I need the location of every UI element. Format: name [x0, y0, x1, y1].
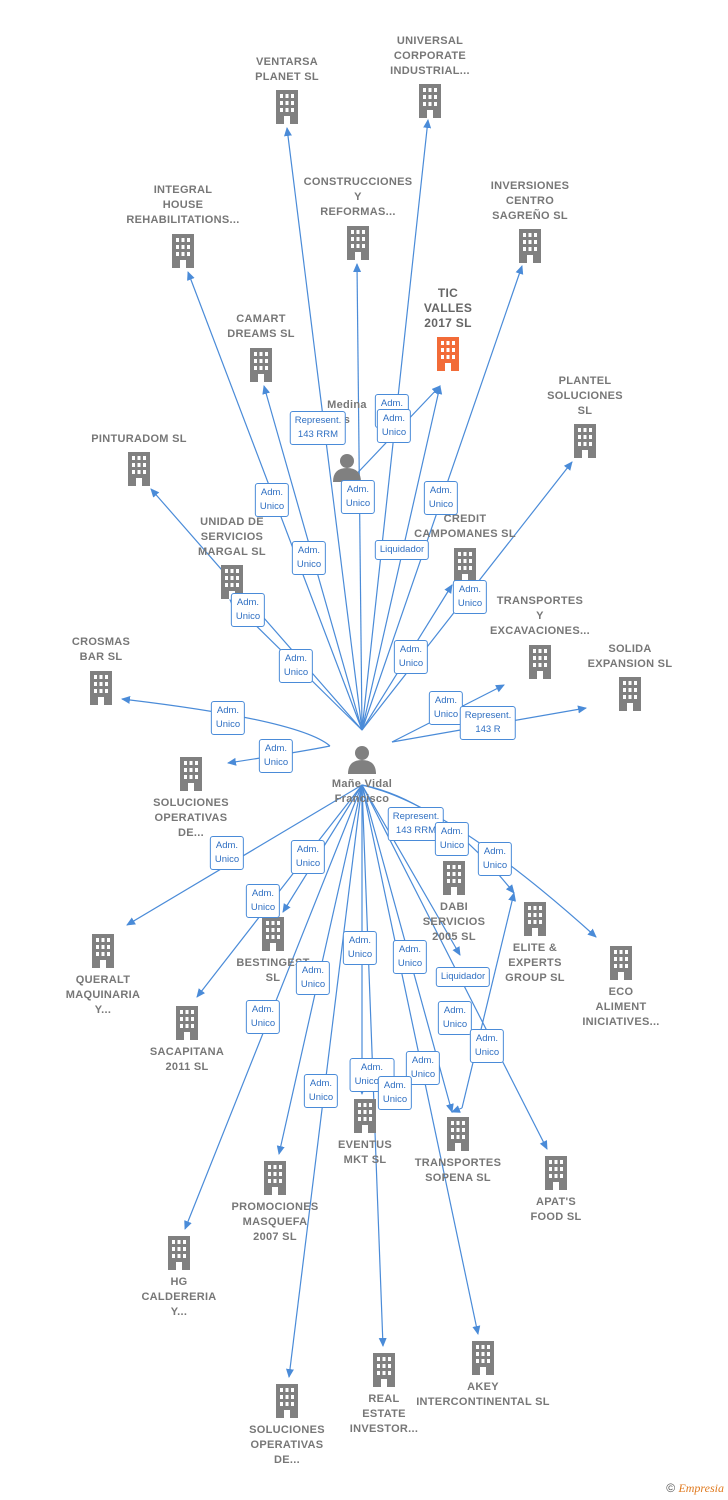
building-icon-soluciones_op2[interactable] — [276, 1384, 298, 1418]
center-person-label[interactable]: Mañe Vidal Francisco — [331, 778, 393, 805]
edge-label[interactable]: Adm. Unico — [423, 481, 459, 515]
company-label-solida[interactable]: SOLIDA EXPANSION SL — [587, 643, 673, 670]
building-icon-promociones[interactable] — [264, 1161, 286, 1195]
building-icon-apats[interactable] — [545, 1156, 567, 1190]
brand-logo[interactable]: Empresia — [678, 1481, 724, 1495]
company-label-elite[interactable]: ELITE & EXPERTS GROUP SL — [505, 942, 565, 984]
company-label-sacapitana[interactable]: SACAPITANA 2011 SL — [149, 1046, 225, 1073]
building-icon-plantel[interactable] — [574, 424, 596, 458]
edge-to-elite — [461, 892, 517, 1109]
company-label-transportes_sop[interactable]: TRANSPORTES SOPENA SL — [414, 1157, 502, 1184]
secondary-person-label[interactable]: Medina s — [327, 399, 367, 426]
company-label-bestingest[interactable]: BESTINGEST SL — [236, 957, 310, 984]
building-icon-construcciones[interactable] — [347, 226, 369, 260]
edge-label[interactable]: Represent. 143 RRM — [289, 411, 347, 445]
edge-label[interactable]: Adm. Unico — [210, 701, 246, 735]
company-label-real[interactable]: REAL ESTATE INVESTOR... — [349, 1393, 419, 1435]
building-icon-sacapitana[interactable] — [176, 1006, 198, 1040]
edge-label[interactable]: Adm. Unico — [291, 541, 327, 575]
building-icon-elite[interactable] — [524, 902, 546, 936]
edge-label[interactable]: Adm. Unico — [340, 480, 376, 514]
company-label-crosmas[interactable]: CROSMAS BAR SL — [71, 636, 131, 663]
company-label-soluciones_op1[interactable]: SOLUCIONES OPERATIVAS DE... — [153, 797, 229, 839]
secondary-person-icon[interactable] — [333, 454, 361, 482]
building-icon-bestingest[interactable] — [262, 917, 284, 951]
company-label-dabi[interactable]: DABI SERVICIOS 2005 SL — [422, 901, 486, 943]
company-label-hg[interactable]: HG CALDERERIA Y... — [141, 1276, 217, 1318]
building-icon-soluciones_op1[interactable] — [180, 757, 202, 791]
building-icon-eventus[interactable] — [354, 1099, 376, 1133]
edge-to-transportes_sop — [451, 1105, 463, 1113]
company-label-unidad[interactable]: UNIDAD DE SERVICIOS MARGAL SL — [198, 516, 266, 558]
building-icon-tic[interactable] — [437, 337, 459, 371]
edge-label[interactable]: Adm. Unico — [477, 842, 513, 876]
company-label-apats[interactable]: APAT'S FOOD SL — [530, 1196, 582, 1223]
company-label-plantel[interactable]: PLANTEL SOLUCIONES SL — [547, 375, 623, 417]
edge-label[interactable]: Liquidador — [374, 540, 430, 560]
building-icon-crosmas[interactable] — [90, 671, 112, 705]
building-icon-solida[interactable] — [619, 677, 641, 711]
company-label-ventarsa[interactable]: VENTARSA PLANET SL — [255, 56, 319, 83]
edge-label[interactable]: Adm. Unico — [278, 649, 314, 683]
edge-label[interactable]: Adm. Unico — [376, 409, 412, 443]
company-label-soluciones_op2[interactable]: SOLUCIONES OPERATIVAS DE... — [249, 1424, 325, 1466]
edge-label[interactable]: Adm. Unico — [437, 1001, 473, 1035]
edge-label[interactable]: Adm. Unico — [392, 940, 428, 974]
building-icon-camart[interactable] — [250, 348, 272, 382]
edge-label[interactable]: Adm. Unico — [393, 640, 429, 674]
edge-label[interactable]: Adm. Unico — [434, 822, 470, 856]
company-label-pinturadom[interactable]: PINTURADOM SL — [91, 433, 187, 445]
company-label-construcciones[interactable]: CONSTRUCCIONES Y REFORMAS... — [303, 176, 413, 218]
building-icon-transportes_sop[interactable] — [447, 1117, 469, 1151]
copyright-symbol: © — [666, 1481, 676, 1495]
building-icon-eco[interactable] — [610, 946, 632, 980]
company-label-integral[interactable]: INTEGRAL HOUSE REHABILITATIONS... — [126, 184, 240, 226]
building-icon-universal[interactable] — [419, 84, 441, 118]
edge-label[interactable]: Adm. Unico — [230, 593, 266, 627]
footer: © Empresia — [666, 1481, 724, 1496]
edge-label[interactable]: Adm. Unico — [209, 836, 245, 870]
edge-label[interactable]: Represent. 143 R — [459, 706, 517, 740]
edge-label[interactable]: Liquidador — [435, 967, 491, 987]
company-label-promociones[interactable]: PROMOCIONES MASQUEFA 2007 SL — [231, 1201, 319, 1243]
edge-label[interactable]: Adm. Unico — [452, 580, 488, 614]
edge-label[interactable]: Adm. Unico — [245, 1000, 281, 1034]
edge-to-crosmas — [121, 695, 331, 747]
company-label-queralt[interactable]: QUERALT MAQUINARIA Y... — [65, 974, 141, 1016]
building-icon-pinturadom[interactable] — [128, 452, 150, 486]
building-icon-akey[interactable] — [472, 1341, 494, 1375]
edge-label[interactable]: Adm. Unico — [428, 691, 464, 725]
building-icon-dabi[interactable] — [443, 861, 465, 895]
edge-label[interactable]: Adm. Unico — [254, 483, 290, 517]
edge-label[interactable]: Adm. Unico — [303, 1074, 339, 1108]
company-label-akey[interactable]: AKEY INTERCONTINENTAL SL — [416, 1381, 550, 1408]
edge-label[interactable]: Adm. Unico — [258, 739, 294, 773]
company-label-eco[interactable]: ECO ALIMENT INICIATIVES... — [582, 986, 660, 1028]
building-icon-credit[interactable] — [454, 548, 476, 582]
edge-to-dabi — [361, 784, 461, 956]
company-label-transportes_exc[interactable]: TRANSPORTES Y EXCAVACIONES... — [489, 595, 591, 637]
edge-label[interactable]: Adm. Unico — [295, 961, 331, 995]
edge-label[interactable]: Adm. Unico — [342, 931, 378, 965]
edge-label[interactable]: Adm. Unico — [469, 1029, 505, 1063]
edge-to-queralt — [126, 784, 363, 926]
company-label-tic[interactable]: TIC VALLES 2017 SL — [423, 286, 473, 330]
center-person-icon[interactable] — [348, 746, 376, 774]
building-icon-queralt[interactable] — [92, 934, 114, 968]
edge-label[interactable]: Adm. Unico — [377, 1076, 413, 1110]
company-label-camart[interactable]: CAMART DREAMS SL — [227, 313, 295, 340]
edge-label[interactable]: Adm. Unico — [290, 840, 326, 874]
company-label-eventus[interactable]: EVENTUS MKT SL — [337, 1139, 393, 1166]
company-label-credit[interactable]: CREDIT CAMPOMANES SL — [414, 513, 516, 540]
building-icon-ventarsa[interactable] — [276, 90, 298, 124]
building-icon-inversiones[interactable] — [519, 229, 541, 263]
building-icon-integral[interactable] — [172, 234, 194, 268]
building-icon-transportes_exc[interactable] — [529, 645, 551, 679]
company-label-universal[interactable]: UNIVERSAL CORPORATE INDUSTRIAL... — [390, 35, 470, 77]
building-icon-real[interactable] — [373, 1353, 395, 1387]
building-icon-hg[interactable] — [168, 1236, 190, 1270]
company-label-inversiones[interactable]: INVERSIONES CENTRO SAGREÑO SL — [490, 180, 570, 222]
edge-label[interactable]: Adm. Unico — [245, 884, 281, 918]
